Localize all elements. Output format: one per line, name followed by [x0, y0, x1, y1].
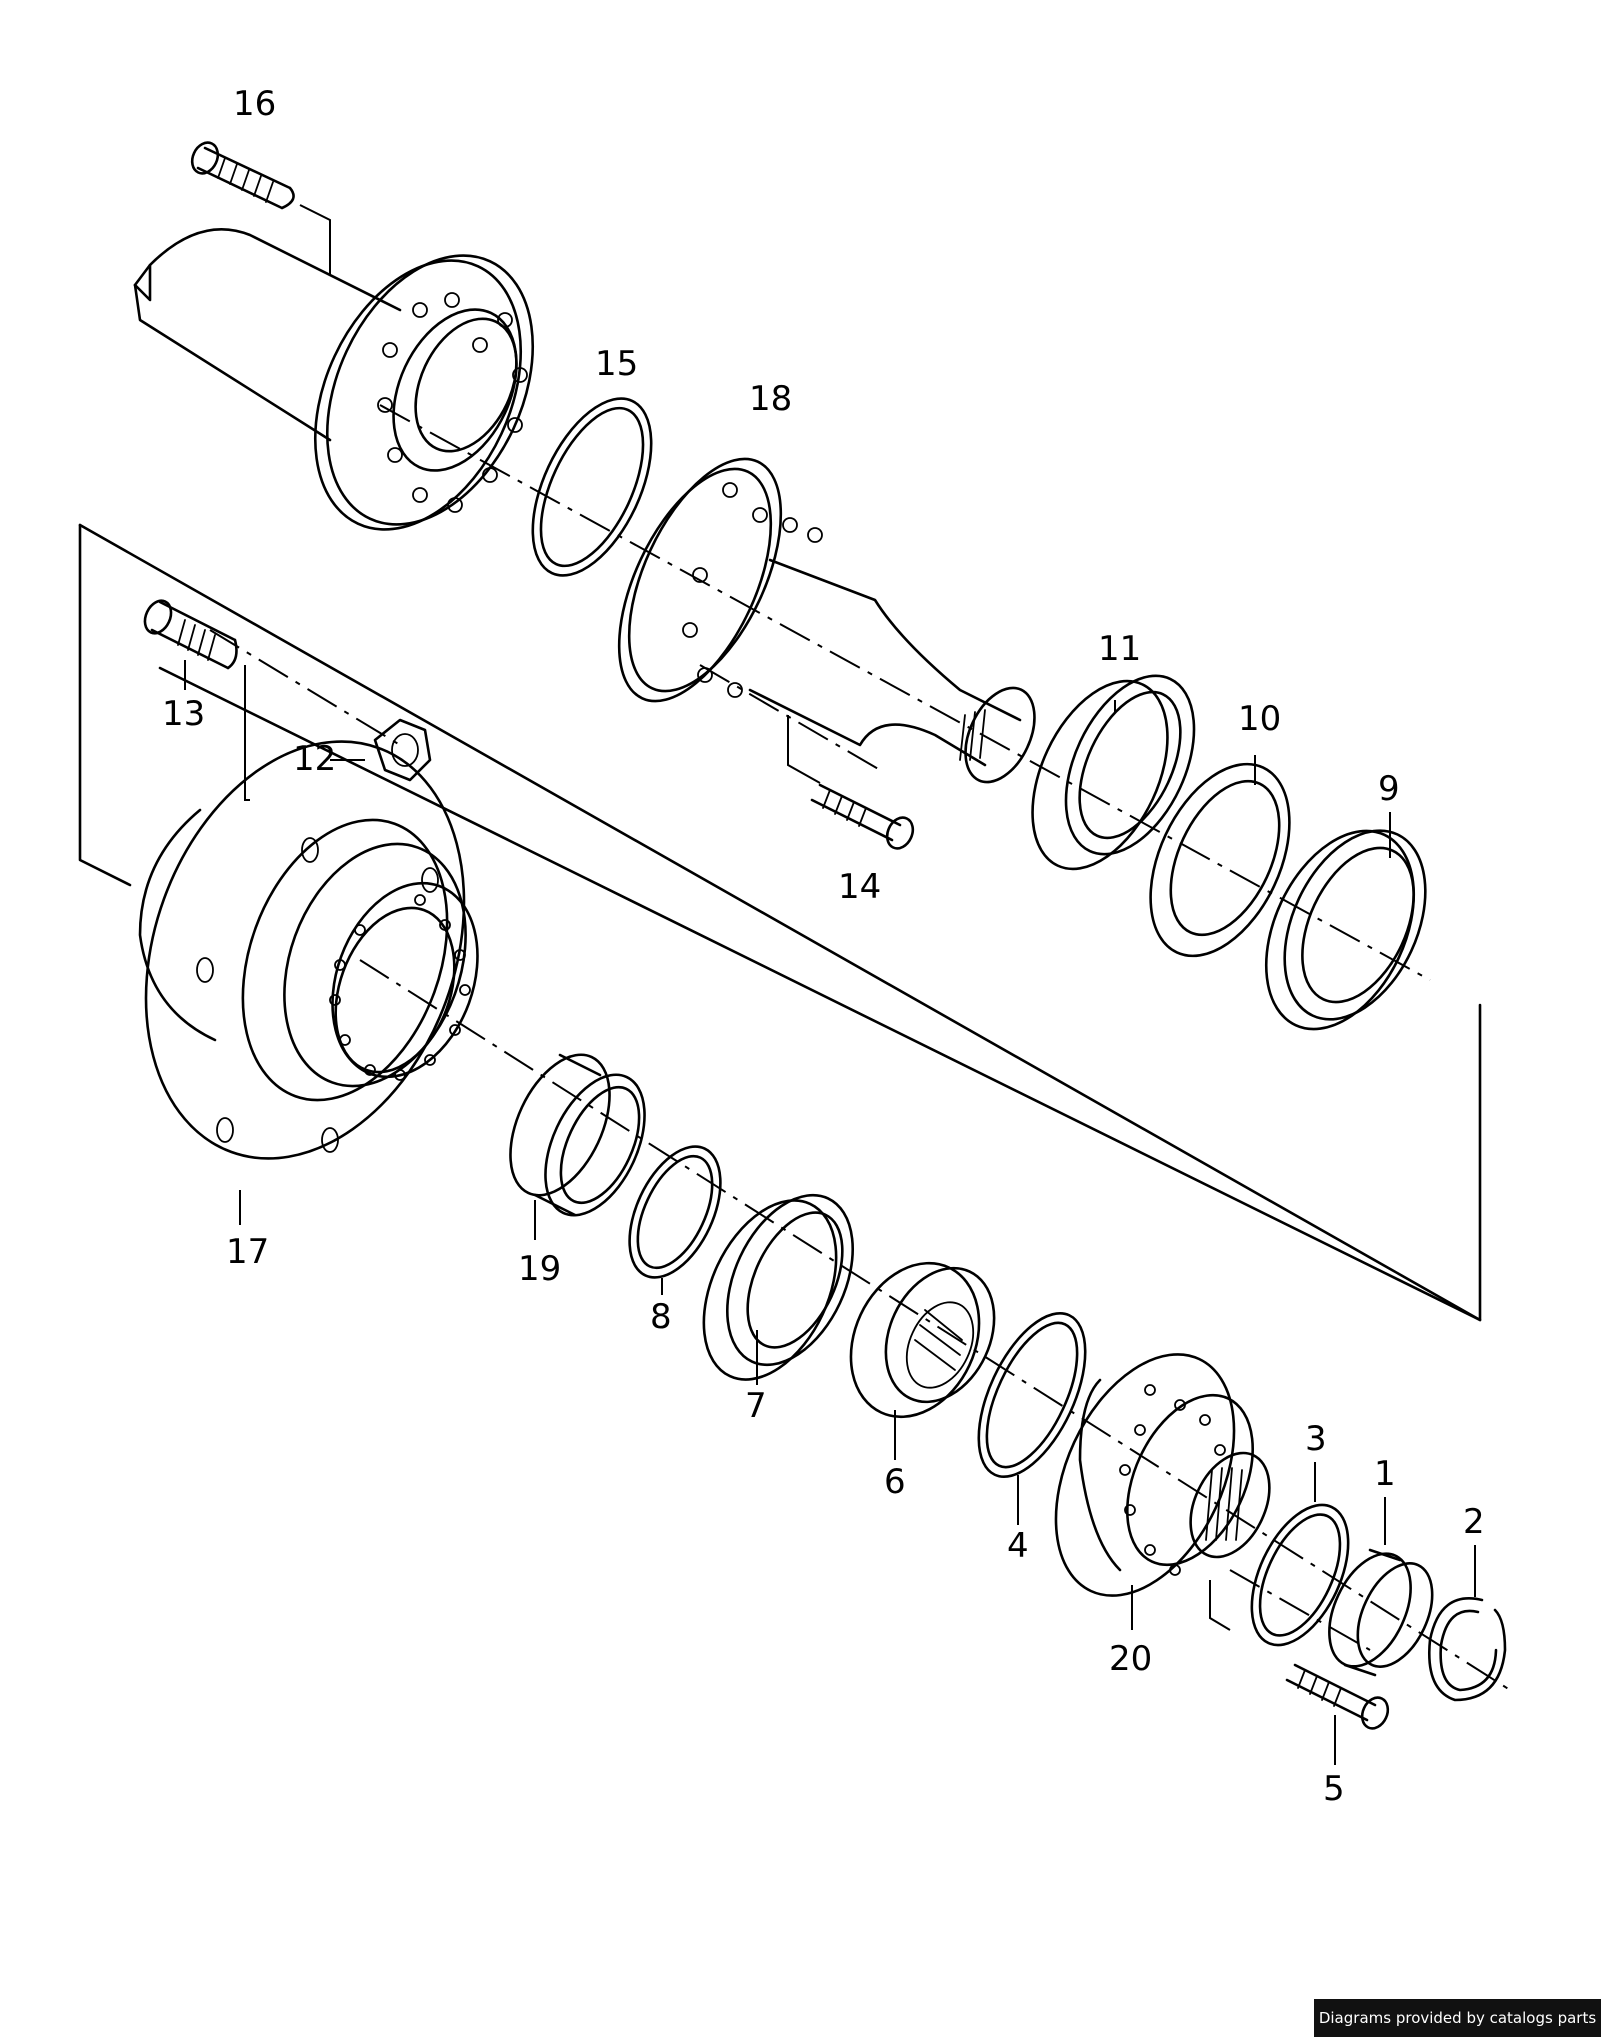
assembly-frame	[78, 523, 1482, 1322]
spacer-ring-10	[1149, 755, 1291, 958]
axle-tube-flange	[133, 227, 535, 531]
o-ring-4	[977, 1311, 1087, 1525]
callout-19: 19	[518, 1249, 561, 1289]
callout-17: 17	[226, 1232, 269, 1272]
callout-11: 11	[1098, 629, 1141, 669]
credit-banner: Diagrams provided by catalogs parts	[1314, 1999, 1601, 2037]
sleeve-19	[509, 1053, 646, 1240]
drive-flange-20	[1054, 1353, 1271, 1631]
callout-20: 20	[1109, 1639, 1152, 1679]
cap-1	[1328, 1497, 1434, 1677]
callout-3: 3	[1305, 1419, 1327, 1459]
callout-labels: 16 15 18 13 12 11 10 9 14 17 19 8 7 6 4 …	[162, 84, 1485, 1809]
o-ring-15	[531, 397, 653, 577]
seal-11	[1031, 674, 1196, 871]
callout-14: 14	[838, 867, 881, 907]
callout-10: 10	[1238, 699, 1281, 739]
center-axes	[209, 404, 1511, 1691]
callout-5: 5	[1323, 1769, 1345, 1809]
callout-16: 16	[233, 84, 276, 124]
bolt-16	[190, 141, 391, 306]
ring-3	[1250, 1462, 1350, 1647]
bolt-5	[1285, 1663, 1390, 1765]
nut-12	[330, 718, 432, 782]
callout-9: 9	[1378, 769, 1400, 809]
wheel-hub-17	[138, 740, 479, 1225]
bearing-9	[1264, 812, 1427, 1031]
callout-12: 12	[293, 739, 336, 779]
slotted-nut-6	[849, 1261, 996, 1460]
callout-1: 1	[1374, 1454, 1396, 1494]
bolt-14	[787, 715, 915, 850]
callout-13: 13	[162, 694, 205, 734]
callout-18: 18	[749, 379, 792, 419]
credit-text: Diagrams provided by catalogs parts	[1318, 2009, 1597, 2027]
stud-bolt-13	[143, 599, 250, 801]
bearing-7	[702, 1193, 855, 1385]
ring-8	[628, 1145, 722, 1295]
callout-15: 15	[595, 344, 638, 384]
stub-axle-18	[617, 457, 1036, 784]
callout-8: 8	[650, 1297, 672, 1337]
callout-4: 4	[1007, 1526, 1029, 1566]
callout-2: 2	[1463, 1502, 1485, 1542]
callout-7: 7	[745, 1386, 767, 1426]
callout-6: 6	[884, 1462, 906, 1502]
circlip-2	[1428, 1545, 1507, 1702]
